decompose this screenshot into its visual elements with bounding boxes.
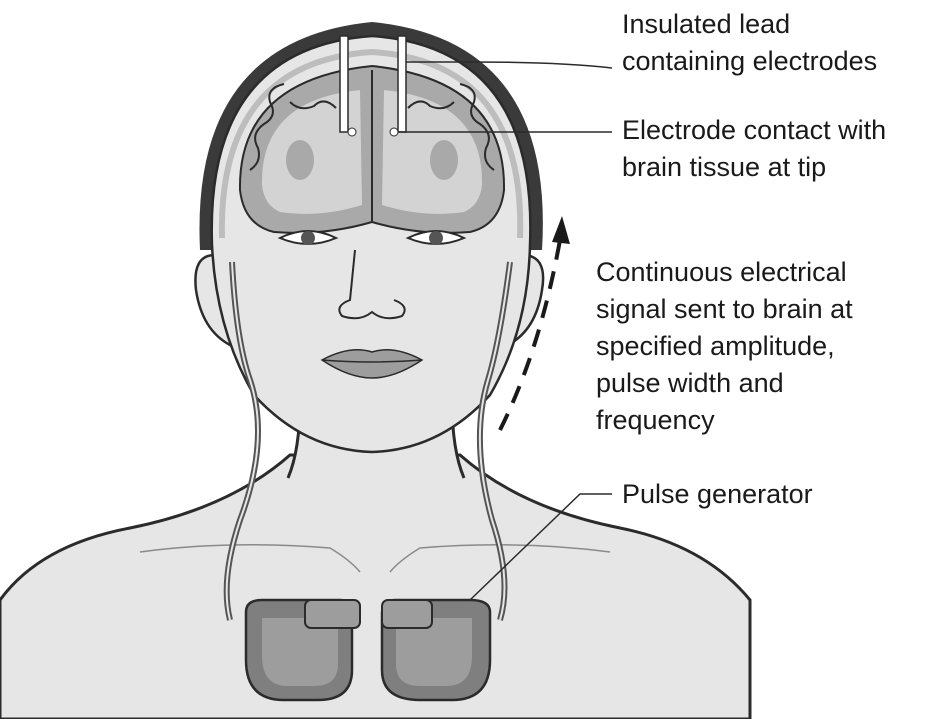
pulse-generator-right-header — [382, 600, 432, 628]
label-signal: Continuous electrical signal sent to bra… — [596, 254, 853, 439]
label-electrode-contact-line-1: Electrode contact with — [622, 112, 886, 149]
deep-nucleus-left — [286, 140, 314, 180]
label-pulse-generator-line-1: Pulse generator — [622, 476, 813, 513]
iris-right — [429, 231, 443, 245]
label-signal-line-1: Continuous electrical — [596, 254, 853, 291]
electrode-left — [340, 36, 348, 132]
electrode-tip-right — [390, 128, 398, 136]
label-signal-line-5: frequency — [596, 402, 853, 439]
label-pulse-generator: Pulse generator — [622, 476, 813, 513]
iris-left — [301, 231, 315, 245]
label-insulated-lead-line-2: containing electrodes — [622, 43, 877, 80]
label-insulated-lead: Insulated lead containing electrodes — [622, 6, 877, 80]
label-signal-line-3: specified amplitude, — [596, 328, 853, 365]
signal-arrowhead — [552, 216, 570, 244]
label-signal-line-2: signal sent to brain at — [596, 291, 853, 328]
electrode-tip-left — [348, 128, 356, 136]
pulse-generator-left-header — [305, 600, 360, 628]
electrode-right — [398, 36, 406, 132]
deep-nucleus-right — [430, 140, 458, 180]
label-electrode-contact: Electrode contact with brain tissue at t… — [622, 112, 886, 186]
label-electrode-contact-line-2: brain tissue at tip — [622, 149, 886, 186]
label-signal-line-4: pulse width and — [596, 365, 853, 402]
label-insulated-lead-line-1: Insulated lead — [622, 6, 877, 43]
